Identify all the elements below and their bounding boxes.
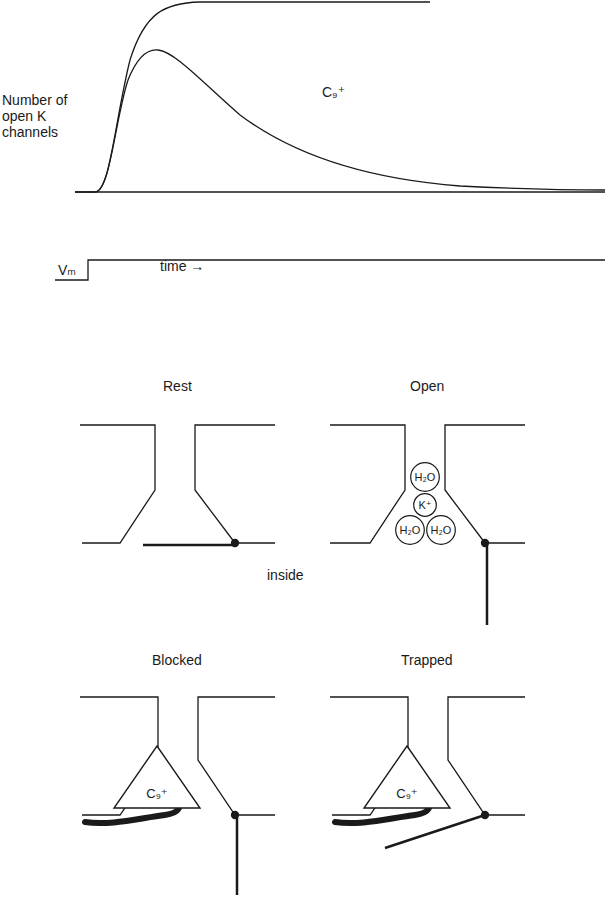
state-title: Trapped <box>401 652 453 668</box>
trapped-channel <box>330 697 525 848</box>
blocker-triangle: C₉⁺ <box>114 746 200 808</box>
state-title: Blocked <box>152 652 202 668</box>
molecule-circle: H₂O <box>426 515 456 545</box>
blocked-channel <box>80 697 275 895</box>
state-title: Open <box>410 378 444 394</box>
state-title: Rest <box>163 378 192 394</box>
curve-label: C₉⁺ <box>322 84 345 100</box>
rest-channel <box>80 425 275 547</box>
molecule-label: H₂O <box>431 525 452 536</box>
blocker-triangle: C₉⁺ <box>364 746 450 808</box>
blocker-label: C₉⁺ <box>396 787 417 800</box>
molecule-label: K⁺ <box>418 500 431 511</box>
blocker-label: C₉⁺ <box>146 787 167 800</box>
open-channel <box>330 425 525 625</box>
molecule-circle: H₂O <box>395 515 425 545</box>
axis-label: time → <box>160 258 204 274</box>
control-curve <box>75 2 430 192</box>
molecule-label: H₂O <box>415 472 436 483</box>
signal-name: Vₘ <box>58 262 76 278</box>
axis-label: Number of open K channels <box>2 92 74 140</box>
voltage-step <box>55 260 605 280</box>
region-label: inside <box>267 567 304 583</box>
c9-curve <box>95 50 605 192</box>
molecule-circle: H₂O <box>410 462 440 492</box>
molecule-label: H₂O <box>400 525 421 536</box>
baseline <box>75 191 605 192</box>
molecule-circle: K⁺ <box>413 493 437 517</box>
